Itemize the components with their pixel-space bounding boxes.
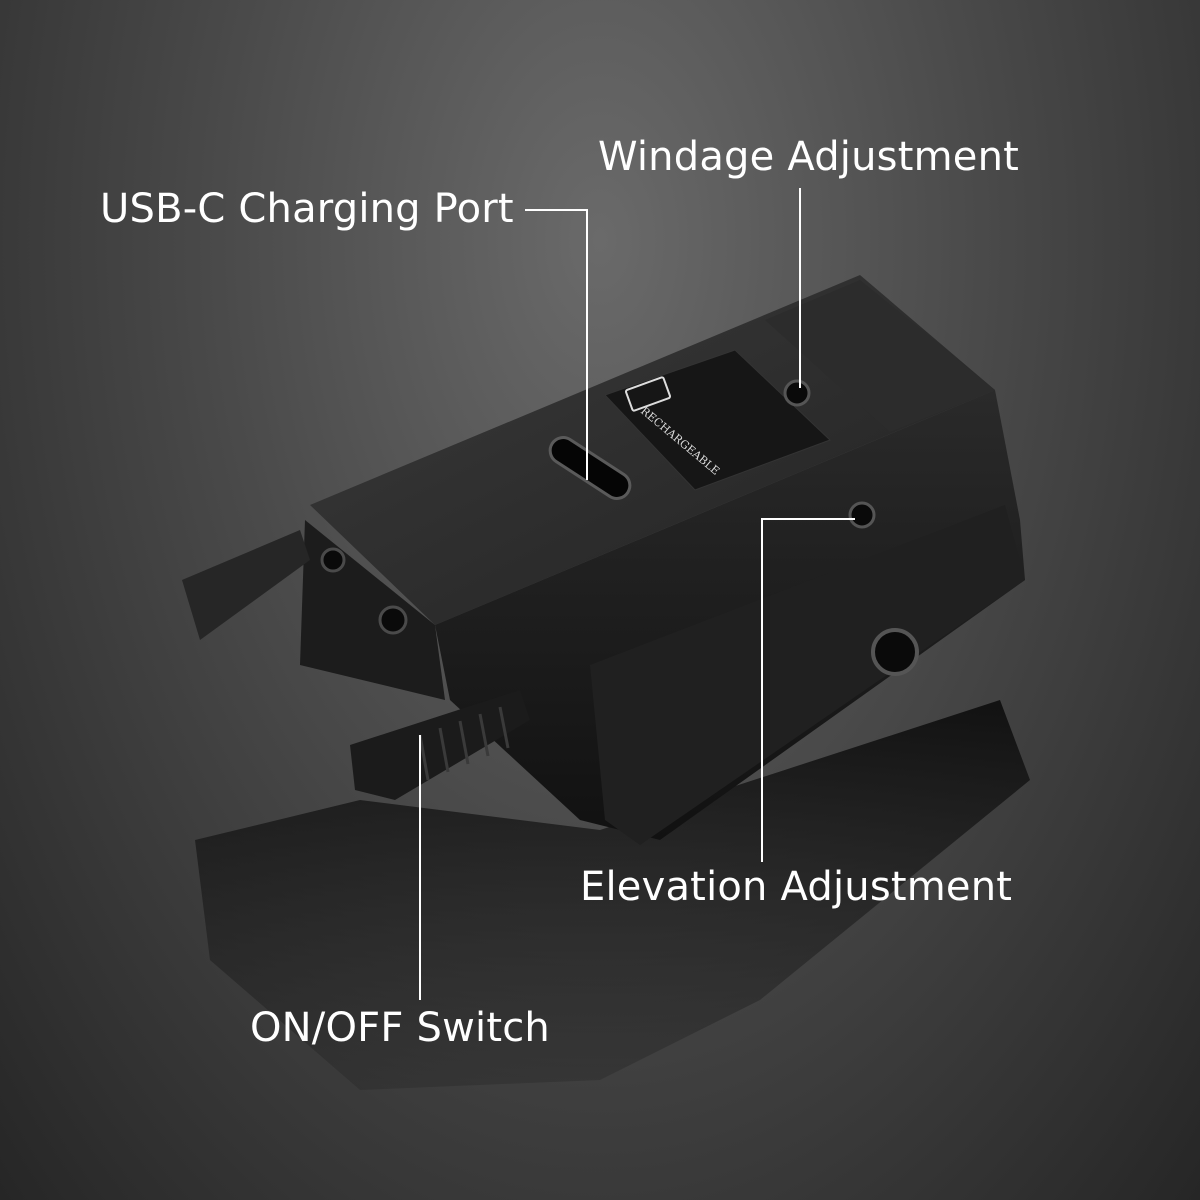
elevation-leader — [761, 518, 855, 862]
front-tab — [182, 530, 310, 640]
front-screw-top — [320, 547, 346, 573]
battery-icon — [625, 376, 671, 412]
front-screw-bottom — [378, 605, 408, 635]
usb-c-port — [548, 436, 632, 500]
switch-lever — [350, 690, 530, 800]
device-reflection — [195, 700, 1030, 1090]
elevation-screw — [848, 501, 876, 529]
windage-screw — [783, 379, 811, 407]
switch-ridges — [418, 706, 510, 781]
rechargeable-label — [604, 349, 831, 491]
device-rail-block — [590, 505, 1025, 845]
rail-screw — [871, 628, 919, 676]
usb-port-callout: USB-C Charging Port — [100, 186, 514, 232]
usb-port-leader — [525, 209, 588, 480]
device-rear-block — [765, 280, 995, 432]
windage-callout: Windage Adjustment — [598, 134, 1020, 180]
on-off-switch-callout: ON/OFF Switch — [250, 1005, 550, 1051]
elevation-callout: Elevation Adjustment — [580, 864, 1013, 910]
